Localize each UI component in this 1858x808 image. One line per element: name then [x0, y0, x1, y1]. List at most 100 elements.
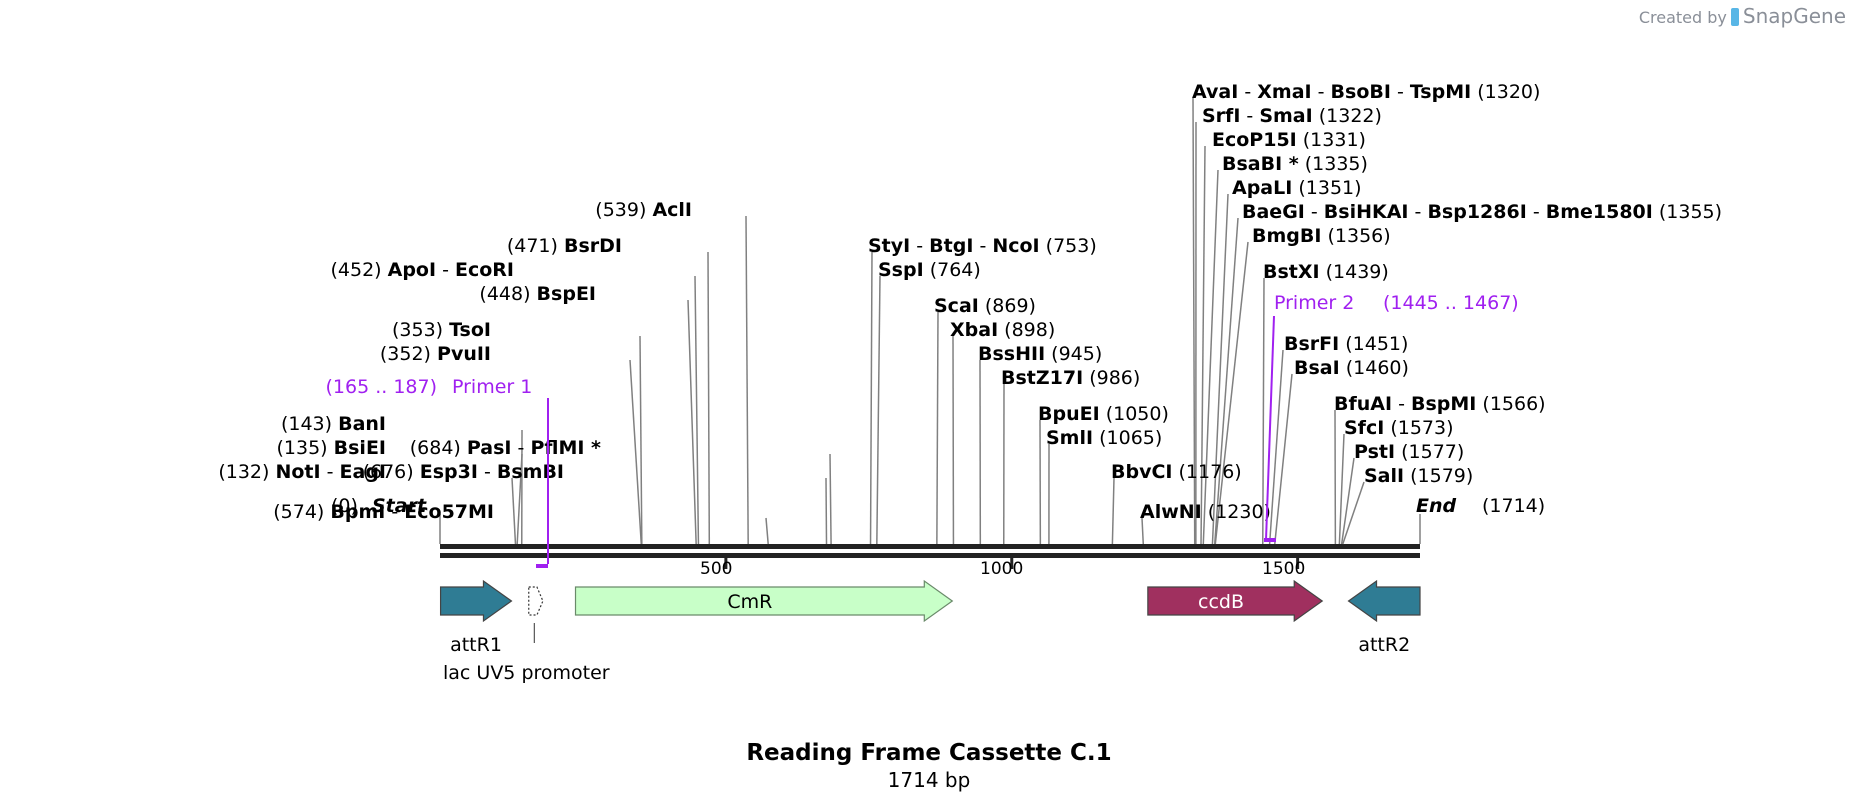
site-separator: - — [1305, 201, 1324, 223]
site-position-esp3i: (676) — [363, 461, 420, 483]
site-position-bsshii: (945) — [1045, 343, 1102, 365]
site-position-bpuei: (1050) — [1100, 403, 1169, 425]
site-position-tsoi: (353) — [392, 319, 449, 341]
primer-2-range: (1445 .. 1467) — [1383, 292, 1519, 314]
site-line-pvuii — [629, 359, 643, 545]
feature-label-attr1: attR1 — [450, 634, 502, 656]
site-position-bstxi: (1439) — [1320, 261, 1389, 283]
site-label-acli: (539) AclI — [595, 199, 692, 221]
tick-label-1500: 1500 — [1262, 559, 1305, 579]
site-label-alwni: AlwNI (1230) — [1140, 501, 1271, 523]
enzyme-tsoi: TsoI — [449, 319, 491, 341]
site-line-ecop15i — [1200, 145, 1206, 545]
site-position-bani: (143) — [281, 413, 338, 435]
site-position-bmgbi: (1356) — [1321, 225, 1390, 247]
site-position-smli: (1065) — [1093, 427, 1162, 449]
site-position-bsrfi: (1451) — [1339, 333, 1408, 355]
site-label-apali: ApaLI (1351) — [1232, 177, 1362, 199]
site-line-styi — [869, 251, 873, 545]
site-separator: - — [910, 235, 929, 257]
start-position: (0) — [331, 495, 358, 517]
site-label-bsai: BsaI (1460) — [1294, 357, 1409, 379]
site-line-bsrdi — [707, 251, 711, 545]
map-title-block: Reading Frame Cassette C.1 1714 bp — [0, 740, 1858, 792]
site-line-apali — [1211, 193, 1229, 545]
map-title: Reading Frame Cassette C.1 — [746, 740, 1112, 766]
map-length: 1714 bp — [887, 768, 971, 792]
site-line-sspi — [876, 275, 881, 545]
site-position-scai: (869) — [979, 295, 1036, 317]
site-label-sfci: SfcI (1573) — [1344, 417, 1454, 439]
start-label: Start — [372, 495, 427, 517]
backbone-bottom-strand — [440, 553, 1420, 558]
feature-ccdb — [1147, 579, 1324, 623]
feature-lac-uv5-promoter — [528, 586, 544, 616]
site-line-avai — [1192, 97, 1196, 545]
site-position-bsrdi: (471) — [507, 235, 564, 257]
site-label-pasi: (684) PasI - PflMI * — [410, 437, 601, 459]
site-labels: (132) NotI - EagI(135) BsiEI(143) BanI(3… — [218, 81, 1722, 523]
site-label-scai: ScaI (869) — [934, 295, 1036, 317]
primer-1-range: (165 .. 187) — [325, 376, 437, 398]
enzyme-sfci: SfcI — [1344, 417, 1384, 439]
tick-label-500: 500 — [700, 559, 732, 579]
enzyme-avai: AvaI — [1192, 81, 1238, 103]
site-label-apoi: (452) ApoI - EcoRI — [330, 259, 514, 281]
site-line-acli — [745, 215, 749, 545]
site-separator: - — [1240, 105, 1259, 127]
enzyme-xmai: XmaI — [1257, 81, 1311, 103]
primer-2-line — [1265, 315, 1275, 541]
site-label-bsshii: BssHII (945) — [978, 343, 1102, 365]
enzyme-sspi: SspI — [878, 259, 924, 281]
site-position-apali: (1351) — [1292, 177, 1361, 199]
site-label-bfuai: BfuAI - BspMI (1566) — [1334, 393, 1546, 415]
enzyme-bspmi: BspMI — [1411, 393, 1476, 415]
enzyme-xbai: XbaI — [950, 319, 998, 341]
site-label-bsrfi: BsrFI (1451) — [1284, 333, 1408, 355]
site-separator: - — [1312, 81, 1331, 103]
enzyme-srfi: SrfI — [1202, 105, 1240, 127]
enzyme-bsrdi: BsrDI — [564, 235, 622, 257]
site-label-bani: (143) BanI — [281, 413, 386, 435]
enzyme-bfuai: BfuAI — [1334, 393, 1392, 415]
site-line-bmgbi — [1214, 241, 1249, 545]
site-separator: - — [1409, 201, 1428, 223]
enzyme-bsshii: BssHII — [978, 343, 1045, 365]
site-position-sfci: (1573) — [1384, 417, 1453, 439]
site-position-bsai: (1460) — [1340, 357, 1409, 379]
site-label-srfi: SrfI - SmaI (1322) — [1202, 105, 1382, 127]
enzyme-btgi: BtgI — [929, 235, 973, 257]
site-separator: - — [385, 501, 404, 523]
feature-label-ccdb: ccdB — [1198, 591, 1244, 613]
enzyme-esp3i: Esp3I — [420, 461, 478, 483]
feature-attr1 — [439, 579, 513, 623]
site-label-bbvci: BbvCI (1176) — [1111, 461, 1242, 483]
site-label-pvuii: (352) PvuII — [380, 343, 491, 365]
enzyme-bsihkai: BsiHKAI — [1324, 201, 1409, 223]
enzyme-pvuii: PvuII — [437, 343, 491, 365]
site-separator: - — [1392, 393, 1411, 415]
site-position-srfi: (1322) — [1313, 105, 1382, 127]
enzyme-styi: StyI — [868, 235, 910, 257]
site-line-bsabi — [1202, 169, 1219, 545]
site-label-bsrdi: (471) BsrDI — [507, 235, 622, 257]
snapgene-logo-icon — [1730, 8, 1739, 26]
enzyme-bstxi: BstXI — [1263, 261, 1320, 283]
enzyme-bsmbi: BsmBI — [497, 461, 564, 483]
feature-label-cmr: CmR — [727, 591, 772, 613]
site-separator: - — [478, 461, 497, 483]
enzyme-noti: NotI — [275, 461, 320, 483]
enzyme-bsrfi: BsrFI — [1284, 333, 1339, 355]
enzyme-bsobi: BsoBI — [1331, 81, 1391, 103]
enzyme-sali: SalI — [1364, 465, 1404, 487]
enzyme-acli: AclI — [652, 199, 692, 221]
enzyme-ncoi: NcoI — [992, 235, 1039, 257]
primer-2-label: Primer 2 — [1274, 292, 1354, 314]
enzyme-scai: ScaI — [934, 295, 979, 317]
enzyme-bpuei: BpuEI — [1038, 403, 1100, 425]
site-line-sfci — [1338, 433, 1345, 545]
site-label-bsiei: (135) BsiEI — [277, 437, 387, 459]
backbone-top-strand — [440, 544, 1420, 549]
site-label-bpmi: (574) BpmI - Eco57MI — [273, 501, 494, 523]
